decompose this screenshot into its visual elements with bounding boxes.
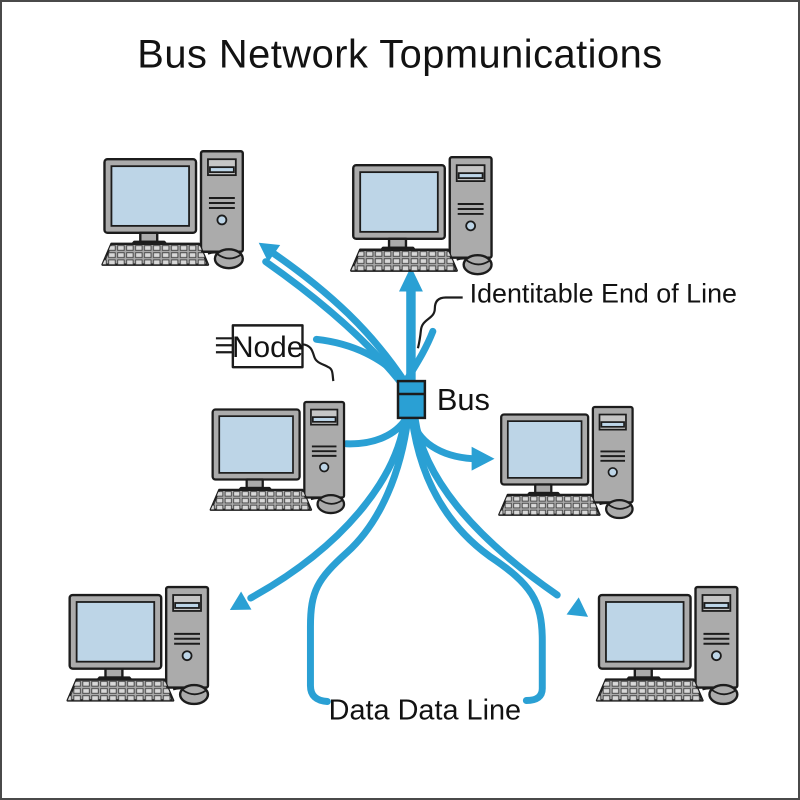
node-label: Node [232, 331, 303, 364]
wire-from-node [312, 335, 408, 386]
computer-bottom-left [66, 585, 210, 706]
end-of-line-callout [416, 296, 463, 349]
bus-label: Bus [437, 382, 490, 417]
arrowhead-bottom-right [566, 597, 589, 617]
bus-terminator-rect [396, 379, 427, 420]
computer-top-center [350, 156, 493, 276]
end-of-line-label: Identitable End of Line [470, 278, 737, 308]
arrowheads [229, 242, 589, 617]
node-callout-line [302, 343, 335, 382]
diagram-title: Bus Network Topmunications [137, 33, 662, 77]
wire-data-line-right [408, 414, 546, 704]
arrowhead-bottom-left [229, 591, 252, 610]
wire-to-bottom-left [247, 414, 409, 602]
wire-data-line-left [306, 414, 412, 705]
bus-wires [247, 249, 561, 705]
wire-to-top-left [269, 249, 409, 386]
computer-middle-left [209, 400, 346, 515]
node-box-rect [231, 324, 304, 369]
arrowhead-top-left [258, 242, 281, 263]
node-box [215, 324, 304, 369]
wire-end-of-line-stub [402, 327, 437, 385]
bus-terminator [396, 379, 427, 420]
computer-bottom-right [595, 585, 739, 706]
computer-top-left [101, 150, 244, 270]
arrowhead-middle-right [471, 446, 495, 471]
arrowhead-top-center [399, 266, 423, 292]
computer-middle-right [498, 405, 634, 520]
data-line-label: Data Data Line [329, 694, 521, 726]
wire-to-bottom-right [411, 414, 561, 599]
